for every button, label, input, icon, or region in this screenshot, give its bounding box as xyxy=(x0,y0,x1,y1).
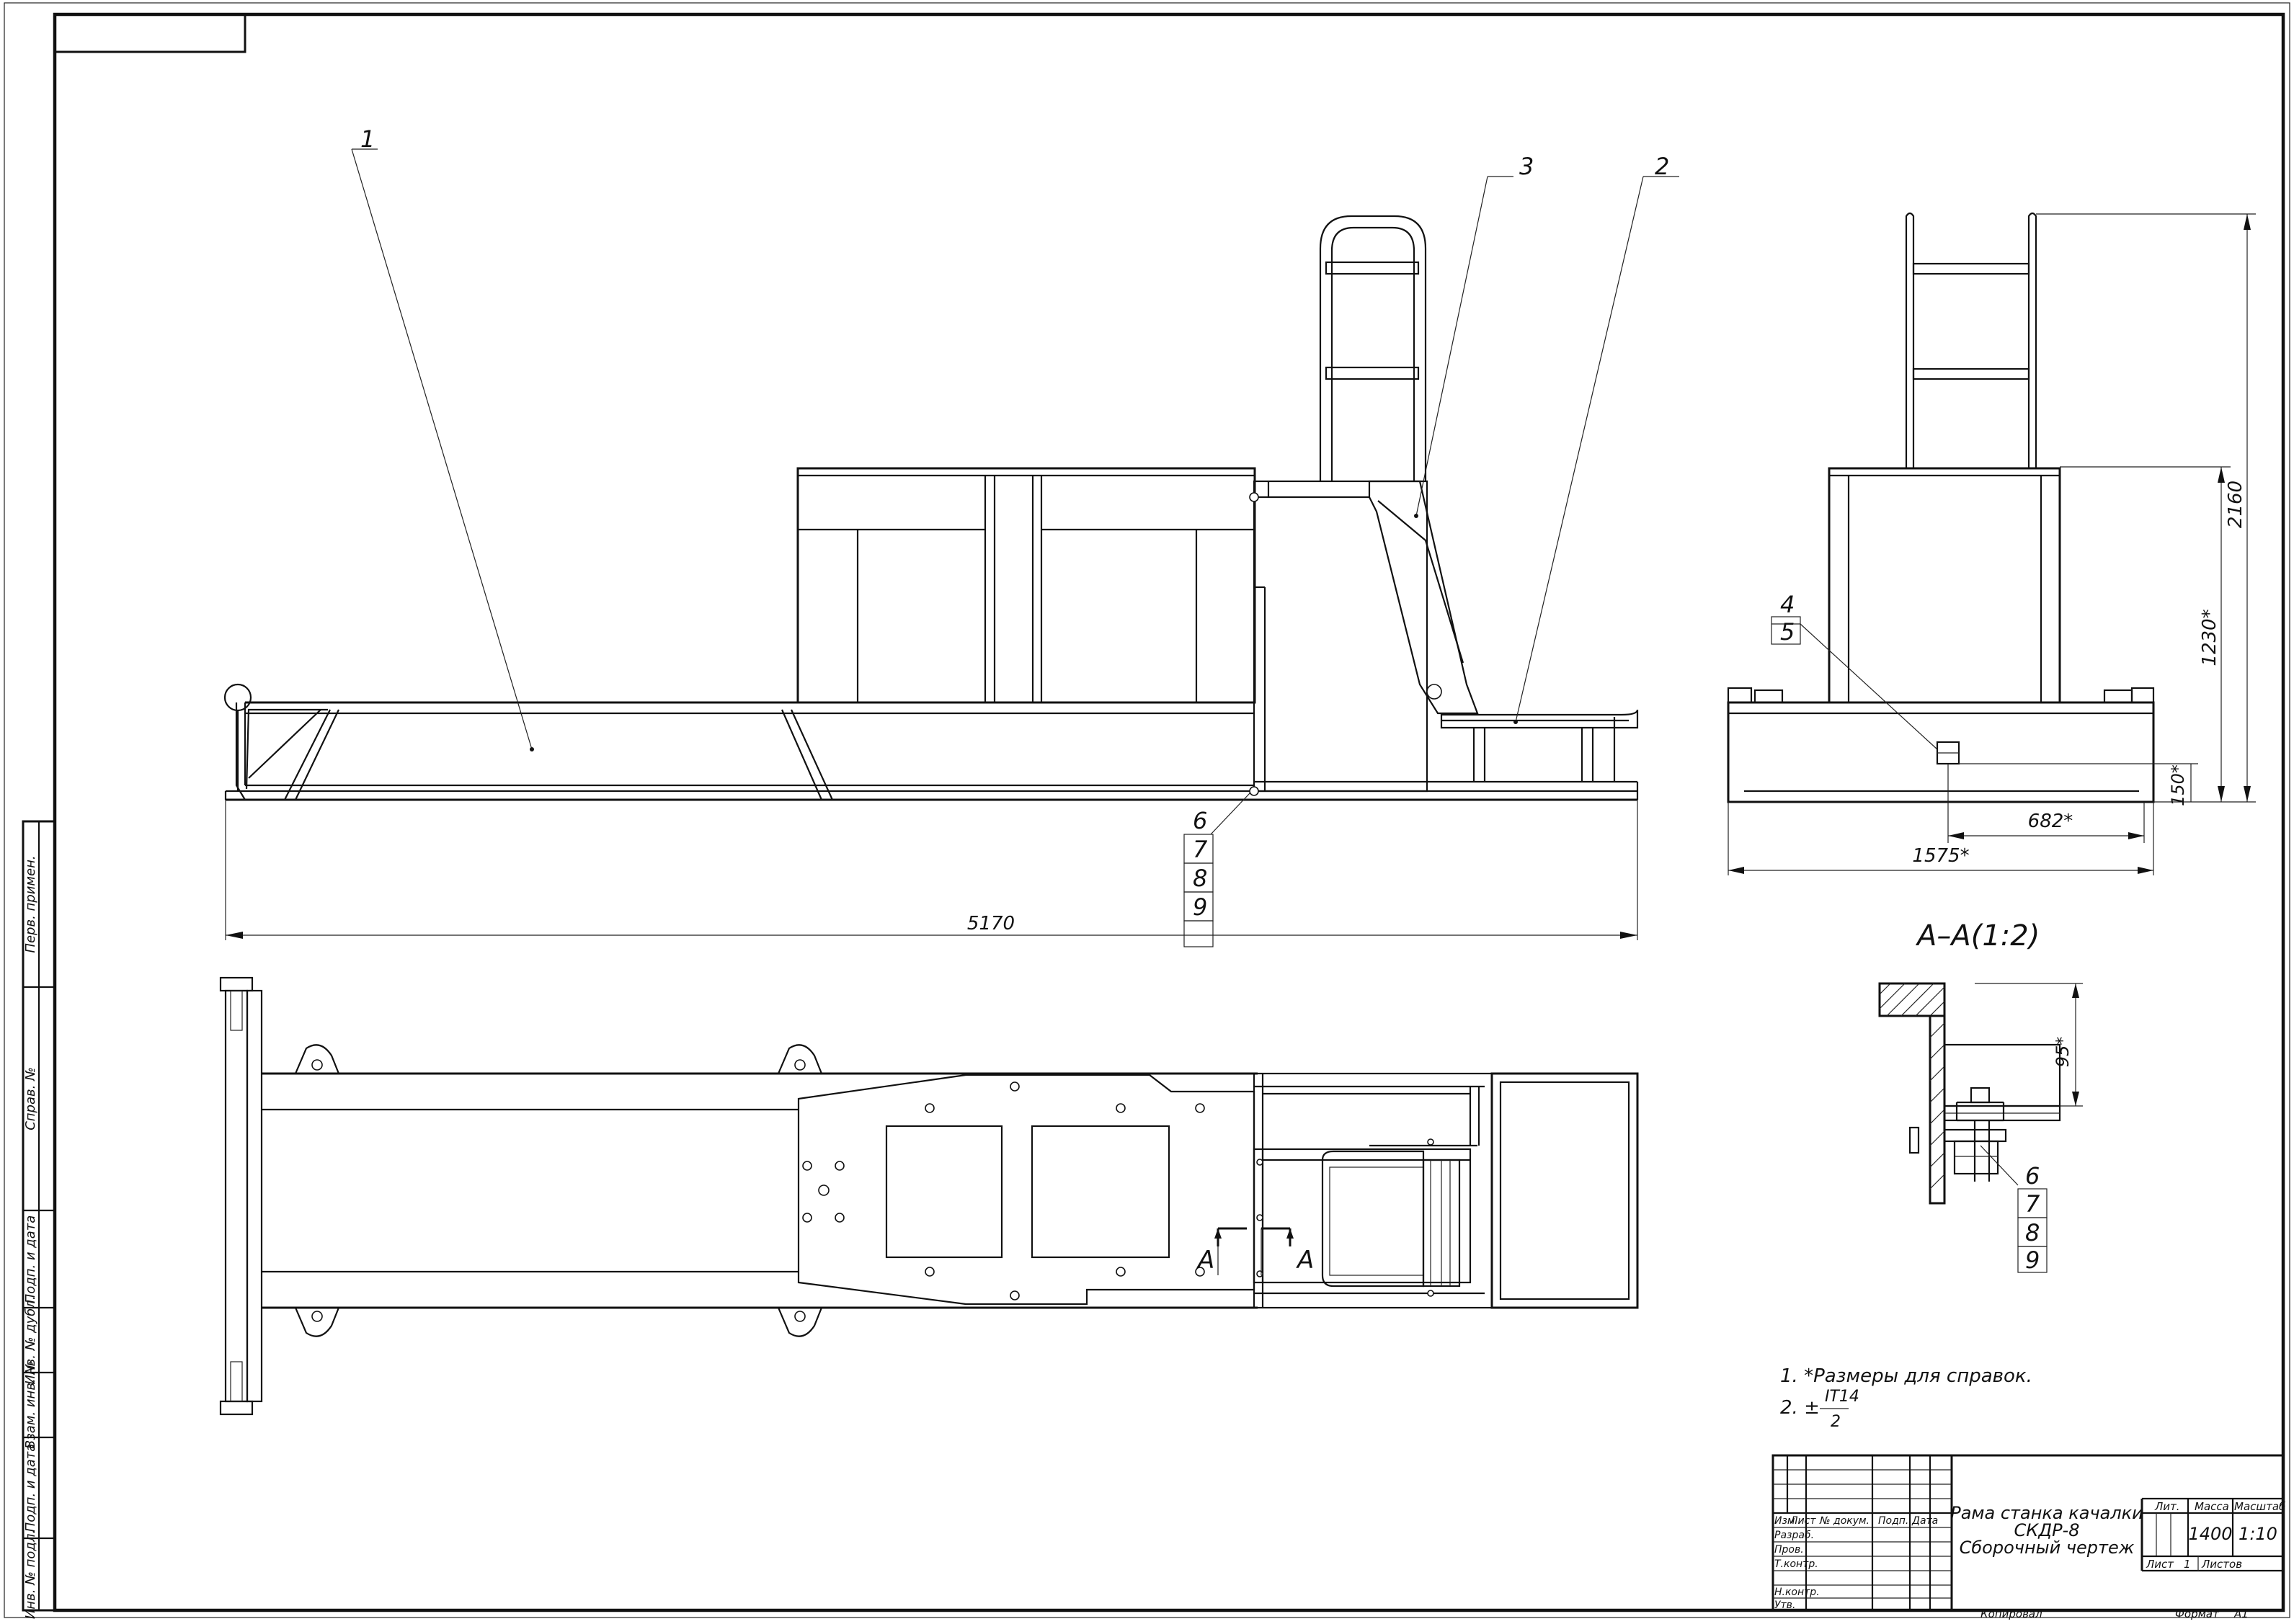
dim-height-small: 150* xyxy=(2168,764,2188,806)
tb-doc: № докум. xyxy=(1819,1515,1870,1527)
dim-overall-length: 5170 xyxy=(967,913,1015,934)
tb-format-value: А1 xyxy=(2233,1607,2249,1620)
section-mark-left: А xyxy=(1196,1246,1214,1275)
stamp-inv-dubl: Инв. № дубл. xyxy=(23,1295,38,1384)
pos-3: 3 xyxy=(1519,153,1534,180)
tb-kopiroval: Копировал xyxy=(1980,1607,2042,1620)
side-stamp: Перв. примен. Справ. № Подп. и дата Инв.… xyxy=(22,820,56,1619)
section-pos-8: 8 xyxy=(2025,1219,2040,1246)
tb-razrab: Разраб. xyxy=(1774,1530,1814,1541)
pos-9: 9 xyxy=(1193,893,1207,921)
stamp-sprav: Справ. № xyxy=(23,1067,38,1130)
pos-6: 6 xyxy=(1193,807,1207,834)
pos-5: 5 xyxy=(1780,618,1795,646)
stamp-inv-podl: Инв. № подл. xyxy=(23,1530,38,1619)
dim-height-total: 2160 xyxy=(2225,481,2246,528)
tb-tkontr: Т.контр. xyxy=(1774,1558,1818,1570)
tb-massa: Масса xyxy=(2195,1500,2229,1513)
tb-list: Лист xyxy=(1790,1515,1816,1527)
pos-2: 2 xyxy=(1655,153,1669,180)
section-title: А–А(1:2) xyxy=(1915,919,2040,952)
section-pos-7: 7 xyxy=(2025,1190,2040,1218)
pos-1: 1 xyxy=(360,125,375,153)
dim-width-total: 1575* xyxy=(1912,845,1969,867)
top-view: А А xyxy=(219,976,1639,1416)
notes: 1. *Размеры для справок. 2. ± IT14 2 xyxy=(1780,1365,2032,1431)
note-2: 2. ± xyxy=(1780,1397,1820,1419)
tb-nkontr: Н.контр. xyxy=(1774,1587,1820,1598)
tb-title-2: СКДР-8 xyxy=(2014,1520,2080,1540)
side-dimensions: 2160 1230* 150* 682* 1575* 4 5 xyxy=(1728,213,2256,875)
stamp-podp-data-2: Подп. и дата xyxy=(23,1444,38,1532)
section-pos-9: 9 xyxy=(2025,1246,2040,1274)
note-2-numerator: IT14 xyxy=(1825,1388,1859,1406)
tb-izm: Изм xyxy=(1774,1515,1795,1527)
front-dimensions: 5170 1 3 2 6 7 8 9 xyxy=(225,125,1679,947)
tb-prov: Пров. xyxy=(1774,1544,1804,1556)
pos-8: 8 xyxy=(1193,865,1207,892)
note-1: 1. *Размеры для справок. xyxy=(1780,1365,2032,1387)
tb-list-value: 1 xyxy=(2184,1558,2191,1571)
side-view xyxy=(1727,212,2155,803)
tb-podp: Подп. xyxy=(1878,1515,1908,1527)
note-2-denominator: 2 xyxy=(1831,1413,1841,1431)
tb-data: Дата xyxy=(1911,1515,1938,1527)
pos-7: 7 xyxy=(1193,836,1208,863)
tb-format-label: Формат xyxy=(2175,1607,2220,1620)
plate-holes xyxy=(802,1081,1205,1300)
pos-4: 4 xyxy=(1780,591,1795,618)
tb-utv: Утв. xyxy=(1774,1600,1795,1611)
tb-list-label: Лист xyxy=(2146,1558,2174,1571)
dim-section-depth: 95* xyxy=(2053,1037,2073,1068)
tb-lit: Лит. xyxy=(2154,1500,2180,1513)
section-aa: А–А(1:2) xyxy=(1878,919,2083,1274)
tb-massa-value: 1400 xyxy=(2188,1524,2232,1544)
title-block: Изм Лист № докум. Подп. Дата Разраб. Про… xyxy=(1771,1454,2285,1620)
stamp-podp-data-1: Подп. и дата xyxy=(23,1215,38,1304)
tb-title-1: Рама станка качалки xyxy=(1950,1503,2143,1523)
tb-scale-value: 1:10 xyxy=(2239,1524,2277,1544)
stamp-perv-primen: Перв. примен. xyxy=(23,855,38,952)
front-view xyxy=(223,215,1639,801)
section-mark-right: А xyxy=(1296,1246,1314,1275)
tb-listov-label: Листов xyxy=(2201,1558,2242,1571)
tb-title-3: Сборочный чертеж xyxy=(1960,1538,2135,1558)
tb-masshtab: Масштаб xyxy=(2234,1500,2285,1513)
sheet-frame xyxy=(4,2,2290,1618)
section-pos-6: 6 xyxy=(2025,1162,2040,1190)
stamp-vzam-inv: Взам. инв. № xyxy=(23,1361,38,1449)
dim-height-rail: 1230* xyxy=(2199,609,2220,666)
dim-width-offset: 682* xyxy=(2028,811,2073,832)
